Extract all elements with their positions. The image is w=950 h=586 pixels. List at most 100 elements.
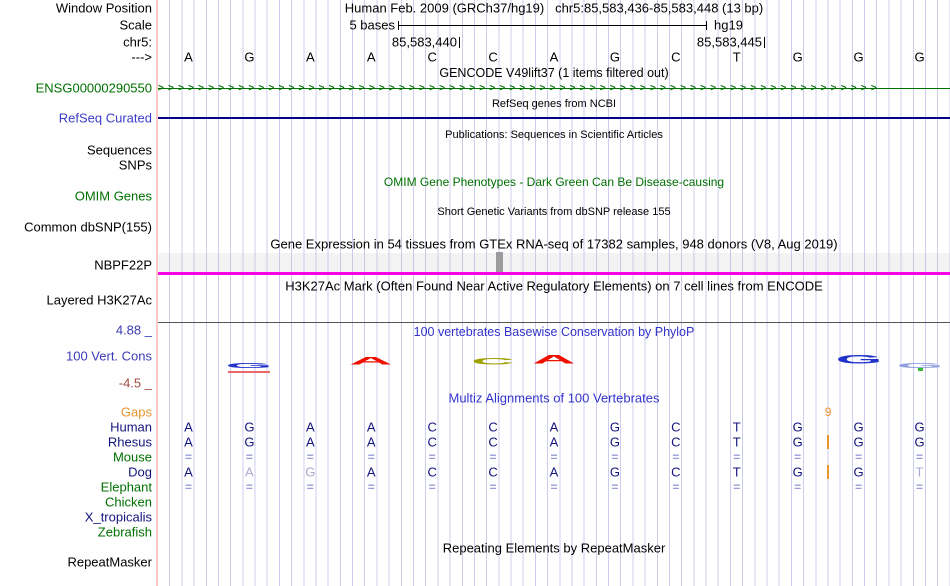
- alignment-base-rhesus: G: [853, 434, 864, 450]
- ruler-base-letter: C: [671, 49, 681, 65]
- track-label-dog[interactable]: Dog: [128, 464, 152, 480]
- alignment-base-rhesus: C: [671, 434, 681, 450]
- alignment-base-rhesus: A: [549, 434, 559, 450]
- refseq-track-title[interactable]: RefSeq genes from NCBI: [491, 98, 617, 110]
- alignment-base-human: C: [671, 419, 681, 435]
- alignment-base-human: A: [184, 419, 193, 435]
- track-label-elephant[interactable]: Elephant: [100, 479, 152, 495]
- track-label-zebrafish[interactable]: Zebrafish: [97, 524, 152, 540]
- scale-label: 5 bases: [349, 17, 395, 33]
- gtex-track-title[interactable]: Gene Expression in 54 tissues from GTEx …: [270, 236, 838, 252]
- track-label-snps[interactable]: SNPs: [118, 157, 152, 173]
- track-label-refseq-curated[interactable]: RefSeq Curated: [58, 110, 152, 126]
- conservation-logo-letter: C: [471, 357, 515, 367]
- alignment-base-elephant: =: [245, 480, 253, 494]
- ruler-base-letter: C: [427, 49, 437, 65]
- alignment-base-dog: C: [427, 464, 437, 480]
- alignment-base-human: A: [549, 419, 559, 435]
- alignment-base-mouse: =: [733, 450, 741, 464]
- scale-bar: [398, 21, 707, 30]
- phylop-track-title[interactable]: 100 vertebrates Basewise Conservation by…: [413, 325, 695, 339]
- track-label-chr5-[interactable]: chr5:: [123, 34, 152, 50]
- ruler-base-letter: A: [305, 49, 315, 65]
- track-label-repeatmasker[interactable]: RepeatMasker: [67, 554, 152, 570]
- omim-track-title[interactable]: OMIM Gene Phenotypes - Dark Green Can Be…: [383, 175, 725, 189]
- coordinate-left: 85,583,440: [391, 34, 457, 50]
- h3k27ac-track-title[interactable]: H3K27Ac Mark (Often Found Near Active Re…: [285, 278, 823, 294]
- alignment-base-rhesus: A: [366, 434, 376, 450]
- alignment-base-rhesus: A: [184, 434, 193, 450]
- multiz-track-title[interactable]: Multiz Alignments of 100 Vertebrates: [448, 390, 660, 406]
- track-label-4-88-[interactable]: 4.88 _: [115, 322, 152, 338]
- alignment-base-dog: A: [184, 464, 193, 480]
- track-label-layered-h3k27ac[interactable]: Layered H3K27Ac: [46, 292, 152, 308]
- track-label-nbpf22p[interactable]: NBPF22P: [94, 257, 152, 273]
- alignment-base-mouse: =: [367, 450, 375, 464]
- refseq-gene-line[interactable]: [158, 117, 950, 119]
- alignment-base-dog: T: [732, 464, 741, 480]
- ruler-base-letter: A: [366, 49, 376, 65]
- track-label-human[interactable]: Human: [110, 419, 152, 435]
- alignment-base-human: T: [732, 419, 741, 435]
- alignment-base-mouse: =: [794, 450, 802, 464]
- gtex-expression-bar[interactable]: [496, 252, 503, 272]
- conservation-logo-letter: G: [835, 353, 882, 367]
- ruler-base-letter: G: [914, 49, 925, 65]
- alignment-base-elephant: =: [733, 480, 741, 494]
- alignment-base-rhesus: C: [427, 434, 437, 450]
- alignment-base-human: A: [305, 419, 315, 435]
- alignment-base-human: G: [609, 419, 620, 435]
- alignment-base-mouse: =: [855, 450, 863, 464]
- alignment-base-mouse: =: [184, 450, 192, 464]
- conservation-logo-letter: A: [532, 353, 576, 367]
- gtex-expression-band[interactable]: [158, 253, 950, 272]
- publications-track-title[interactable]: Publications: Sequences in Scientific Ar…: [445, 129, 663, 141]
- track-label-ensg00000290550[interactable]: ENSG00000290550: [35, 80, 152, 96]
- repeatmasker-track-title[interactable]: Repeating Elements by RepeatMasker: [442, 540, 666, 556]
- alignment-base-dog: A: [549, 464, 559, 480]
- track-label-x-tropicalis[interactable]: X_tropicalis: [84, 509, 152, 525]
- gtex-gene-line[interactable]: [158, 272, 950, 275]
- insertion-marker-dog: [827, 465, 830, 479]
- header-gap: [544, 1, 555, 16]
- dbsnp-track-title[interactable]: Short Genetic Variants from dbSNP releas…: [437, 206, 671, 218]
- track-label-gaps[interactable]: Gaps: [120, 404, 152, 420]
- alignment-base-rhesus: C: [488, 434, 498, 450]
- window-position-header: Human Feb. 2009 (GRCh37/hg19) chr5:85,58…: [158, 1, 950, 16]
- alignment-base-human: G: [792, 419, 803, 435]
- ruler-base-letter: G: [244, 49, 255, 65]
- alignment-base-human: C: [488, 419, 498, 435]
- gencode-track-title[interactable]: GENCODE V49lift37 (1 items filtered out): [439, 66, 669, 80]
- ruler-base-letter: T: [732, 49, 741, 65]
- alignment-base-rhesus: A: [305, 434, 315, 450]
- track-label--4-5-[interactable]: -4.5 _: [118, 375, 152, 391]
- alignment-base-rhesus: G: [914, 434, 925, 450]
- track-label-omim-genes[interactable]: OMIM Genes: [74, 188, 152, 204]
- gencode-gene-line[interactable]: >>>>>>>>>>>>>>>>>>>>>>>>>>>>>>>>>>>>>>>>…: [158, 82, 950, 95]
- track-label-scale[interactable]: Scale: [119, 17, 152, 33]
- alignment-base-mouse: =: [428, 450, 436, 464]
- track-label-window-position[interactable]: Window Position: [55, 0, 152, 16]
- track-label-sequences[interactable]: Sequences: [86, 142, 152, 158]
- alignment-base-dog: A: [245, 464, 254, 480]
- alignment-base-human: C: [427, 419, 437, 435]
- alignment-base-mouse: =: [245, 450, 253, 464]
- conservation-track-border: [158, 322, 950, 323]
- track-label-rhesus[interactable]: Rhesus: [107, 434, 152, 450]
- alignment-base-dog: G: [853, 464, 864, 480]
- track-label-chicken[interactable]: Chicken: [105, 494, 152, 510]
- assembly-name: Human Feb. 2009 (GRCh37/hg19): [344, 0, 545, 16]
- alignment-base-mouse: =: [611, 450, 619, 464]
- conservation-logo-letter: G: [896, 362, 943, 370]
- alignment-base-mouse: =: [916, 450, 924, 464]
- alignment-base-human: A: [366, 419, 376, 435]
- track-label-100-vert-cons[interactable]: 100 Vert. Cons: [66, 348, 152, 364]
- track-label-mouse[interactable]: Mouse: [112, 449, 152, 465]
- label-track-divider: [156, 0, 158, 586]
- conservation-logo-letter: A: [349, 354, 393, 368]
- track-label-common-dbsnp-155-[interactable]: Common dbSNP(155): [24, 219, 152, 235]
- ruler-base-letter: G: [609, 49, 620, 65]
- track-label--[interactable]: --->: [131, 49, 152, 65]
- position-range: chr5:85,583,436-85,583,448 (13 bp): [555, 0, 764, 16]
